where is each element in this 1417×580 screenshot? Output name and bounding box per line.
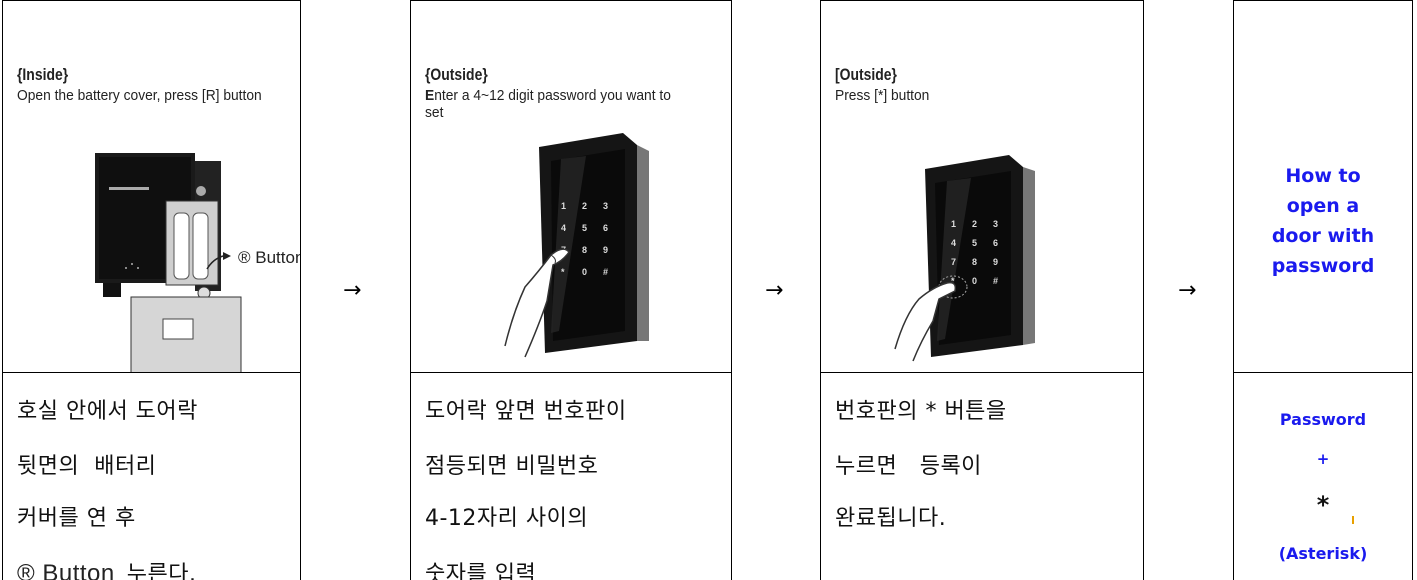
summary-panel: How to open a door with password Passwor… bbox=[1233, 0, 1413, 580]
keypad-key: * bbox=[951, 276, 955, 286]
keypad-key: 1 bbox=[561, 201, 566, 211]
arrow-3: → bbox=[1178, 278, 1197, 303]
step-2-line-4: 숫자를 입력 bbox=[425, 562, 537, 580]
step-2-subtext: Enter a 4~12 digit password you want to … bbox=[425, 87, 683, 121]
step-1-text-cell: 호실 안에서 도어락 뒷면의 배터리 커버를 연 후 ® Button 누른다. bbox=[3, 373, 300, 580]
asterisk-tick-mark bbox=[1352, 516, 1354, 524]
step-1-heading: {Inside} bbox=[17, 65, 69, 84]
keypad-key: 9 bbox=[603, 245, 608, 255]
r-button-inline: ® Button bbox=[17, 560, 115, 580]
arrow-2: → bbox=[765, 278, 784, 303]
step-2-image-cell: {Outside} Enter a 4~12 digit password yo… bbox=[411, 0, 731, 373]
keypad-key: * bbox=[561, 267, 565, 277]
step-2-panel: {Outside} Enter a 4~12 digit password yo… bbox=[410, 0, 732, 580]
keypad-key: 5 bbox=[582, 223, 587, 233]
keypad-key: 1 bbox=[951, 219, 956, 229]
keypad-key: 5 bbox=[972, 238, 977, 248]
step-3-image-cell: [Outside} Press [*] button 1 2 3 4 5 6 7 8 9 * 0 # bbox=[821, 0, 1143, 373]
keypad-key: 4 bbox=[561, 223, 566, 233]
keypad-key: 8 bbox=[582, 245, 587, 255]
step-3-line-1: 번호판의 * 버튼을 bbox=[835, 399, 1007, 424]
step-1-line-1: 호실 안에서 도어락 bbox=[17, 399, 198, 424]
step-1-subtext: Open the battery cover, press [R] button bbox=[17, 87, 262, 104]
summary-title-line-4: password bbox=[1271, 255, 1375, 277]
summary-title-line-1: How to bbox=[1285, 165, 1361, 187]
plus-sign: + bbox=[1316, 450, 1330, 468]
keypad-key: 0 bbox=[972, 276, 977, 286]
arrow-1: → bbox=[343, 278, 362, 303]
password-label: Password bbox=[1279, 410, 1367, 429]
r-button-label: ® Button bbox=[238, 248, 300, 267]
battery-cover-illustration: ® Button bbox=[95, 153, 300, 372]
keypad-grid: 1 2 3 4 5 6 7 8 9 * 0 # bbox=[951, 219, 998, 286]
keypad-key: 6 bbox=[993, 238, 998, 248]
step-2-subtext-rest: nter a 4~12 digit password you want to s… bbox=[425, 87, 671, 121]
keypad-key: # bbox=[993, 276, 998, 286]
summary-title-line-3: door with bbox=[1271, 225, 1375, 247]
keypad-key: 6 bbox=[603, 223, 608, 233]
keypad-illustration-asterisk: 1 2 3 4 5 6 7 8 9 * 0 # bbox=[894, 155, 1035, 362]
summary-title-line-2: open a bbox=[1286, 195, 1360, 217]
step-1-panel: {Inside} Open the battery cover, press [… bbox=[2, 0, 301, 580]
keypad-key: 3 bbox=[993, 219, 998, 229]
step-2-heading: {Outside} bbox=[425, 65, 488, 84]
step-2-subtext-initial: E bbox=[425, 87, 435, 104]
summary-formula-cell: Password + * (Asterisk) bbox=[1234, 373, 1412, 580]
step-1-line-3: 커버를 연 후 bbox=[17, 506, 136, 531]
step-3-subtext: Press [*] button bbox=[835, 87, 930, 104]
step-3-heading: [Outside} bbox=[835, 65, 897, 84]
keypad-key: 8 bbox=[972, 257, 977, 267]
summary-title: How to open a door with password bbox=[1234, 161, 1412, 281]
step-2-line-3: 4-12자리 사이의 bbox=[425, 506, 589, 531]
keypad-key: 3 bbox=[603, 201, 608, 211]
asterisk-label: (Asterisk) bbox=[1278, 544, 1368, 563]
keypad-key: 2 bbox=[582, 201, 587, 211]
step-3-line-3: 완료됩니다. bbox=[835, 506, 947, 531]
step-2-line-2: 점등되면 비밀번호 bbox=[425, 454, 599, 479]
keypad-key: 7 bbox=[951, 257, 956, 267]
step-2-text-cell: 도어락 앞면 번호판이 점등되면 비밀번호 4-12자리 사이의 숫자를 입력 bbox=[411, 373, 731, 580]
keypad-key: 0 bbox=[582, 267, 587, 277]
keypad-key: 9 bbox=[993, 257, 998, 267]
step-2-line-1: 도어락 앞면 번호판이 bbox=[425, 399, 627, 424]
step-3-line-2: 누르면 등록이 bbox=[835, 454, 982, 479]
step-1-line-4-text: 누른다. bbox=[126, 562, 197, 580]
keypad-key: 4 bbox=[951, 238, 956, 248]
step-1-line-2: 뒷면의 배터리 bbox=[17, 454, 157, 479]
keypad-key: # bbox=[603, 267, 608, 277]
summary-title-cell: How to open a door with password bbox=[1234, 0, 1412, 373]
step-3-text-cell: 번호판의 * 버튼을 누르면 등록이 완료됩니다. bbox=[821, 373, 1143, 580]
keypad-key: 2 bbox=[972, 219, 977, 229]
step-1-line-4: ® Button 누른다. bbox=[17, 556, 196, 580]
step-1-image-cell: {Inside} Open the battery cover, press [… bbox=[3, 0, 300, 373]
asterisk-symbol: * bbox=[1316, 491, 1330, 519]
